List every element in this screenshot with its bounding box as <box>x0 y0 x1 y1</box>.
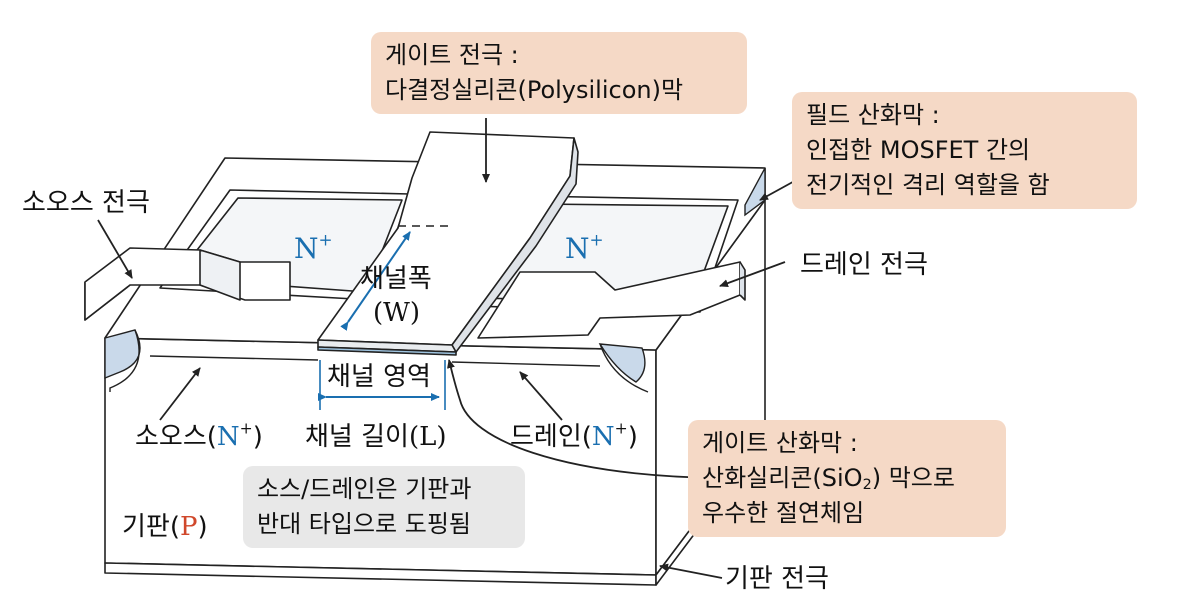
channel-width-symbol: (W) <box>373 298 421 328</box>
field-oxide-desc-2: 전기적인 격리 역할을 함 <box>806 171 1050 199</box>
gate-oxide-callout: 게이트 산화막 : 산화실리콘(SiO2) 막으로 우수한 절연체임 <box>688 420 1006 537</box>
doping-note-line1: 소스/드레인은 기판과 <box>257 475 472 503</box>
pointer-drain-region <box>519 371 563 421</box>
pointer-source-electrode <box>97 219 133 279</box>
gate-electrode-title: 게이트 전극 : <box>385 41 519 69</box>
drain-electrode-label: 드레인 전극 <box>800 250 928 280</box>
gate-electrode-callout: 게이트 전극 : 다결정실리콘(Polysilicon)막 <box>371 32 747 114</box>
field-oxide-far <box>744 167 766 217</box>
field-oxide-callout: 필드 산화막 : 인접한 MOSFET 간의 전기적인 격리 역할을 함 <box>792 92 1137 209</box>
n-plus-left-label: N+ <box>294 229 333 265</box>
field-oxide-right <box>598 343 646 383</box>
pointer-substrate-electrode <box>659 563 723 579</box>
channel-region-label: 채널 영역 <box>327 362 431 392</box>
pointer-gate-oxide <box>447 359 716 479</box>
source-region-label: 소오스(N+) <box>135 419 263 452</box>
gate-electrode-material: 다결정실리콘(Polysilicon)막 <box>385 76 684 104</box>
substrate-label: 기판(P) <box>122 512 208 542</box>
pointer-drain-electrode <box>719 261 786 287</box>
field-oxide-desc-1: 인접한 MOSFET 간의 <box>806 136 1031 164</box>
gate-oxide-material: 산화실리콘(SiO2) 막으로 <box>702 464 955 493</box>
doping-note-line2: 반대 타입으로 도핑됨 <box>257 510 471 538</box>
substrate-electrode-label: 기판 전극 <box>725 564 829 594</box>
drain-region-label: 드레인(N+) <box>510 419 638 452</box>
n-plus-right-label: N+ <box>565 229 604 265</box>
field-oxide-title: 필드 산화막 : <box>806 101 940 129</box>
channel-length-label: 채널 길이(L) <box>305 422 447 452</box>
source-electrode-label: 소오스 전극 <box>22 188 150 218</box>
channel-width-arrow <box>340 231 411 331</box>
gate-oxide-desc: 우수한 절연체임 <box>702 499 865 527</box>
pointer-source-region <box>159 367 201 421</box>
gate-oxide-layer <box>317 346 457 356</box>
gate-electrode-side <box>451 137 579 353</box>
doping-note: 소스/드레인은 기판과 반대 타입으로 도핑됨 <box>243 466 525 548</box>
channel-width-label: 채널폭 <box>360 264 432 294</box>
gate-oxide-title: 게이트 산화막 : <box>702 429 858 457</box>
